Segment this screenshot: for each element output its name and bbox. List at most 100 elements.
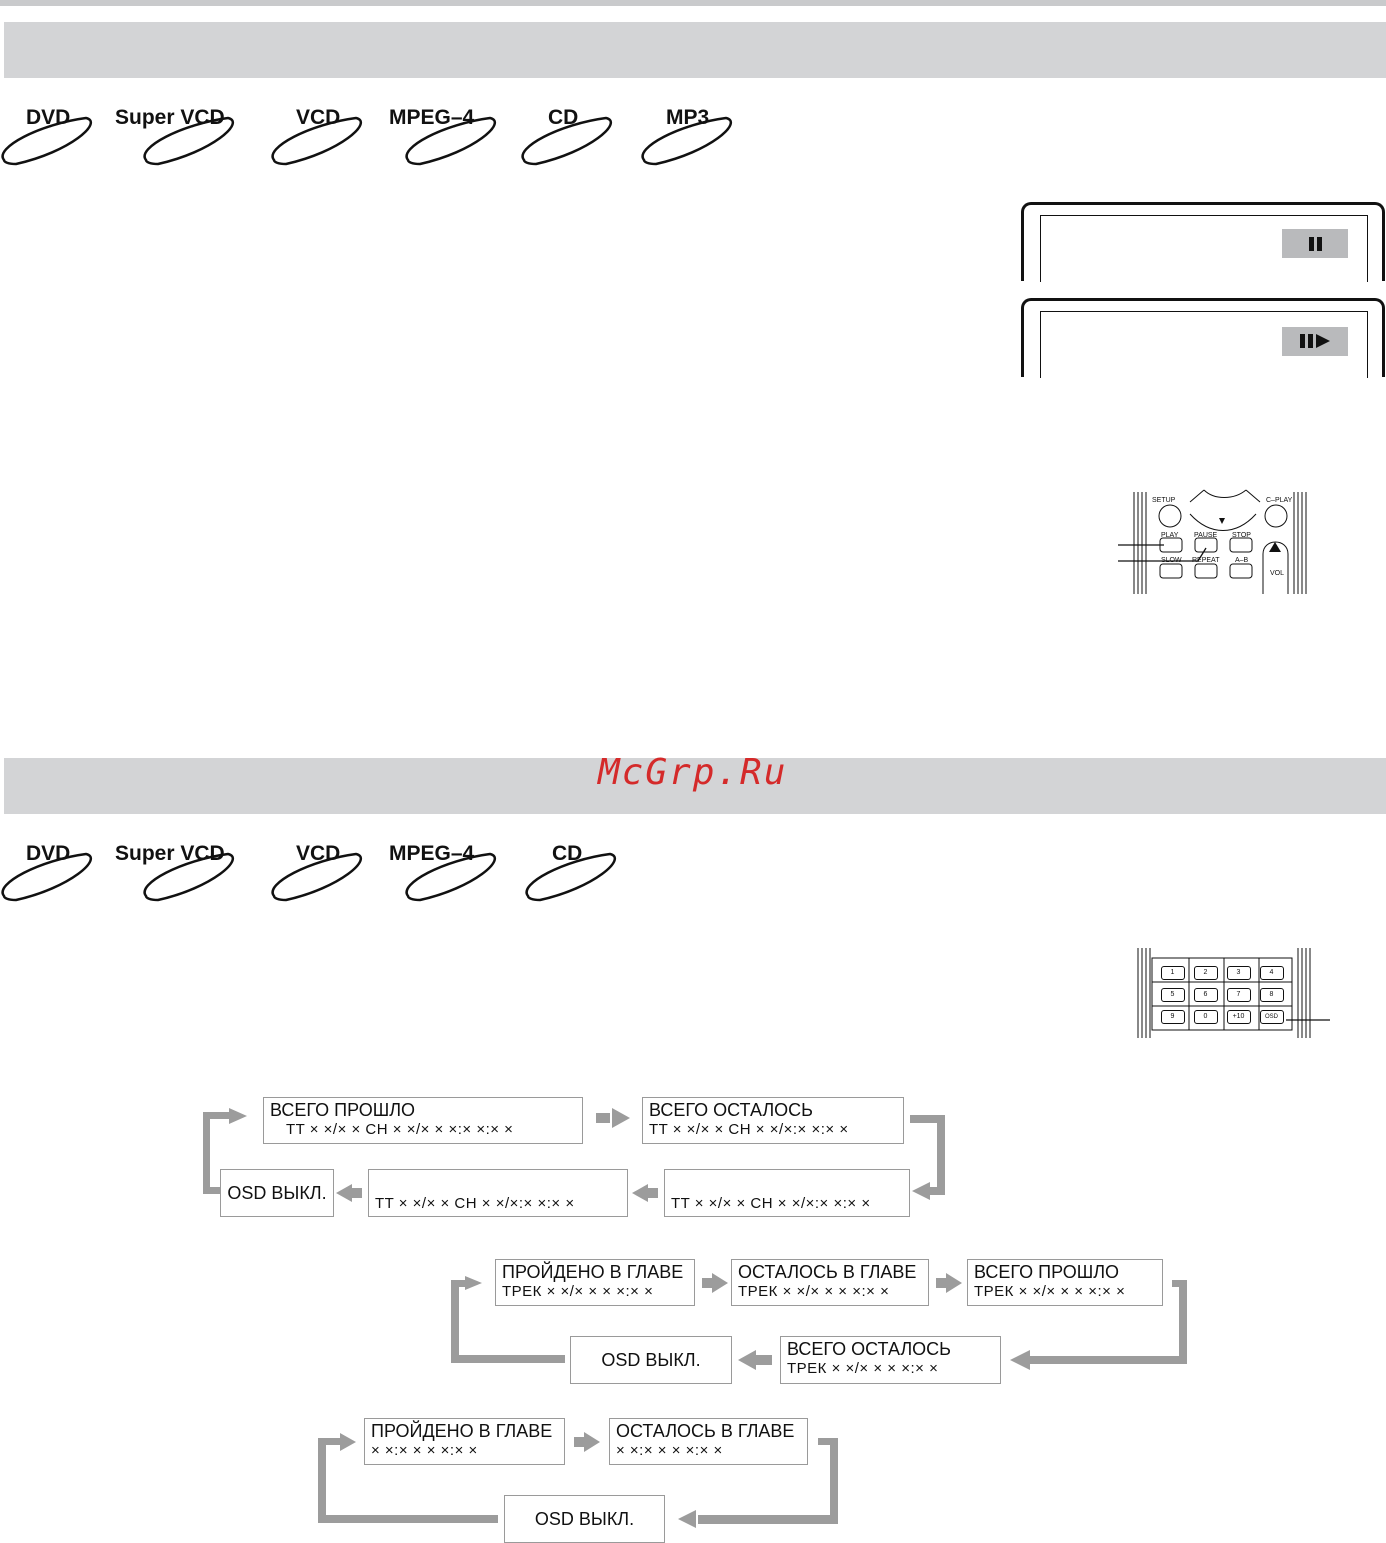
osd-box-off: OSD ВЫКЛ. xyxy=(504,1495,665,1543)
top-rule xyxy=(0,0,1386,6)
disc-outline-icon xyxy=(271,116,363,166)
disc-icon-mpeg4: MPEG–4 xyxy=(389,106,524,182)
osd-button[interactable]: OSD xyxy=(1255,1006,1288,1028)
osd-box-chapter-left: ОСТАЛОСЬ В ГЛАВЕ ТРЕК × ×/× × × ×:× × xyxy=(731,1259,929,1306)
key-7[interactable]: 7 xyxy=(1222,984,1255,1006)
key-label: 7 xyxy=(1226,988,1251,1002)
key-label: 6 xyxy=(1193,988,1218,1002)
box-title: ВСЕГО ПРОШЛО xyxy=(270,1100,416,1120)
pause-osd xyxy=(1282,229,1348,258)
step-osd xyxy=(1282,327,1348,356)
osd-box-off: OSD ВЫКЛ. xyxy=(220,1169,334,1217)
disc-outline-icon xyxy=(521,116,613,166)
box-time-line: TT × ×/× × CH × ×/×:× ×:× × xyxy=(649,1121,849,1138)
disc-outline-icon xyxy=(143,852,235,902)
box-time-line: TT × ×/× × CH × ×/× × ×:× ×:× × xyxy=(286,1121,514,1138)
tv-screen-step xyxy=(1021,298,1385,378)
disc-outline-icon xyxy=(405,852,497,902)
key-label: 5 xyxy=(1160,988,1185,1002)
remote-keypad-body-icon xyxy=(1137,948,1330,1038)
box-title: ПРОЙДЕНО В ГЛАВЕ xyxy=(502,1262,684,1282)
remote-control-play: SETUP C–PLAY PLAY PAUSE STOP SLOW REPEAT… xyxy=(1118,488,1318,598)
disc-label: Super VCD xyxy=(115,106,225,129)
key-5[interactable]: 5 xyxy=(1156,984,1189,1006)
key-label: OSD xyxy=(1259,1010,1284,1024)
section-header-bar-1 xyxy=(4,22,1386,78)
tv-screen-inner xyxy=(1040,311,1368,378)
disc-label: VCD xyxy=(296,106,341,129)
key-4[interactable]: 4 xyxy=(1255,962,1288,984)
slow-label: SLOW xyxy=(1161,557,1182,564)
osd-box-chapter-passed: ПРОЙДЕНО В ГЛАВЕ ТРЕК × ×/× × × ×:× × xyxy=(495,1259,695,1306)
key-plus10[interactable]: +10 xyxy=(1222,1006,1255,1028)
watermark: McGrp.Ru xyxy=(598,752,788,793)
key-0[interactable]: 0 xyxy=(1189,1006,1222,1028)
pause-label: PAUSE xyxy=(1194,532,1218,539)
key-8[interactable]: 8 xyxy=(1255,984,1288,1006)
cplay-label: C–PLAY xyxy=(1266,497,1293,504)
keypad-grid: 1 2 3 4 5 6 7 8 9 0 +10 OSD xyxy=(1156,962,1288,1028)
disc-label: VCD xyxy=(296,842,341,865)
box-time-line: ТРЕК × ×/× × × ×:× × xyxy=(738,1283,890,1300)
box-time-line: ТРЕК × ×/× × × ×:× × xyxy=(974,1283,1126,1300)
key-1[interactable]: 1 xyxy=(1156,962,1189,984)
disc-outline-icon xyxy=(1,852,93,902)
tv-screen-inner xyxy=(1040,215,1368,282)
box-time-line: ТРЕК × ×/× × × ×:× × xyxy=(502,1283,654,1300)
disc-icon-svcd: Super VCD xyxy=(115,842,262,918)
box-time-line: TT × ×/× × CH × ×/×:× ×:× × xyxy=(375,1195,575,1212)
disc-outline-icon xyxy=(525,852,617,902)
pause-icon xyxy=(1309,237,1322,251)
disc-outline-icon xyxy=(143,116,235,166)
key-6[interactable]: 6 xyxy=(1189,984,1222,1006)
key-label: 1 xyxy=(1160,966,1185,980)
disc-label: CD xyxy=(552,842,583,865)
key-2[interactable]: 2 xyxy=(1189,962,1222,984)
box-title: ВСЕГО ОСТАЛОСЬ xyxy=(649,1100,813,1120)
repeat-label: REPEAT xyxy=(1192,557,1220,564)
ab-label: A–B xyxy=(1235,557,1249,564)
osd-box-total-remain: ВСЕГО ОСТАЛОСЬ ТРЕК × ×/× × × ×:× × xyxy=(780,1336,1001,1384)
setup-label: SETUP xyxy=(1152,497,1176,504)
disc-label: DVD xyxy=(26,106,71,129)
osd-box-total-remain: ВСЕГО ОСТАЛОСЬ TT × ×/× × CH × ×/×:× ×:×… xyxy=(642,1097,904,1144)
disc-icon-dvd: DVD xyxy=(0,106,120,182)
box-time-line: × ×:× × × ×:× × xyxy=(616,1442,723,1459)
disc-icon-svcd: Super VCD xyxy=(115,106,262,182)
disc-outline-icon xyxy=(641,116,733,166)
disc-outline-icon xyxy=(405,116,497,166)
osd-box-chapter-passed: ПРОЙДЕНО В ГЛАВЕ × ×:× × × ×:× × xyxy=(364,1418,565,1465)
key-label: 2 xyxy=(1193,966,1218,980)
disc-outline-icon xyxy=(1,116,93,166)
disc-label: MPEG–4 xyxy=(389,842,475,865)
osd-box-chapter-remain: TT × ×/× × CH × ×/×:× ×:× × xyxy=(664,1169,910,1217)
key-9[interactable]: 9 xyxy=(1156,1006,1189,1028)
box-title: ВСЕГО ОСТАЛОСЬ xyxy=(787,1339,951,1359)
box-title: ОСТАЛОСЬ В ГЛАВЕ xyxy=(738,1262,917,1282)
vol-label: VOL xyxy=(1270,570,1285,577)
stop-label: STOP xyxy=(1232,532,1251,539)
disc-icon-vcd: VCD xyxy=(270,842,390,918)
osd-box-chapter-elapsed: TT × ×/× × CH × ×/×:× ×:× × xyxy=(368,1169,628,1217)
key-3[interactable]: 3 xyxy=(1222,962,1255,984)
box-title: ОСТАЛОСЬ В ГЛАВЕ xyxy=(616,1421,795,1441)
box-title: ВСЕГО ПРОШЛО xyxy=(974,1262,1120,1282)
key-label: 4 xyxy=(1259,966,1284,980)
osd-box-off: OSD ВЫКЛ. xyxy=(570,1336,732,1384)
disc-icon-mpeg4: MPEG–4 xyxy=(389,842,524,918)
disc-icon-dvd: DVD xyxy=(0,842,120,918)
disc-label: Super VCD xyxy=(115,842,225,865)
disc-label: MPEG–4 xyxy=(389,106,475,129)
remote-body-icon xyxy=(1118,489,1307,594)
disc-outline-icon xyxy=(271,852,363,902)
box-time-line: ТРЕК × ×/× × × ×:× × xyxy=(787,1360,939,1377)
disc-icon-cd: CD xyxy=(520,106,640,182)
osd-box-total-elapsed: ВСЕГО ПРОШЛО TT × ×/× × CH × ×/× × ×:× ×… xyxy=(263,1097,583,1144)
tv-screen-pause xyxy=(1021,202,1385,282)
section-header-bar-2 xyxy=(4,758,1386,814)
osd-box-total-elapsed: ВСЕГО ПРОШЛО ТРЕК × ×/× × × ×:× × xyxy=(967,1259,1163,1306)
disc-label: CD xyxy=(548,106,579,129)
osd-box-chapter-left: ОСТАЛОСЬ В ГЛАВЕ × ×:× × × ×:× × xyxy=(609,1418,808,1465)
box-title: OSD ВЫКЛ. xyxy=(227,1183,327,1203)
